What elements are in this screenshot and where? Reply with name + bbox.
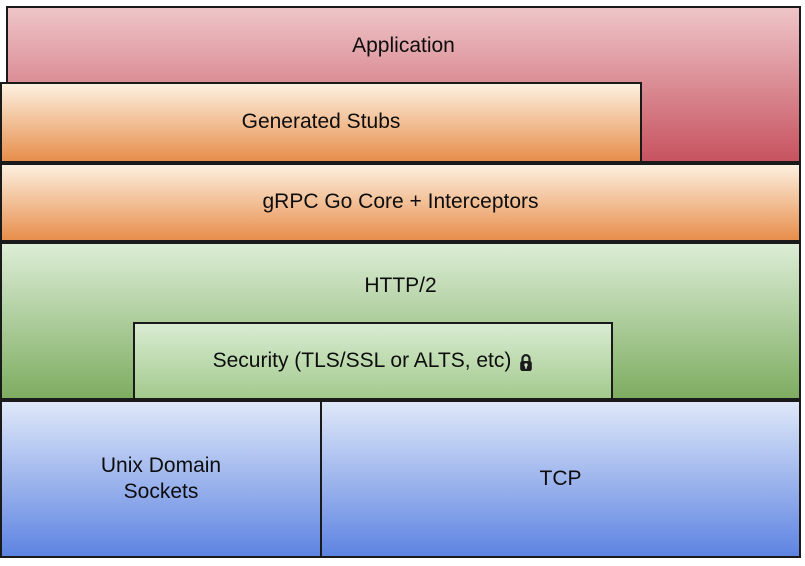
generated-stubs-label: Generated Stubs (241, 110, 401, 134)
generated-stubs-block: Generated Stubs (0, 82, 642, 163)
tcp-label: TCP (539, 466, 582, 490)
http2-label-strip: HTTP/2 (2, 244, 799, 328)
unix-domain-sockets-block: Unix Domain Sockets (0, 400, 322, 558)
grpc-core-block: gRPC Go Core + Interceptors (0, 163, 801, 242)
lock-icon (520, 353, 533, 371)
security-label: Security (TLS/SSL or ALTS, etc) (212, 348, 512, 372)
application-label: Application (352, 33, 455, 57)
security-block: Security (TLS/SSL or ALTS, etc) (133, 322, 613, 400)
application-label-strip: Application (8, 8, 799, 84)
grpc-core-label: gRPC Go Core + Interceptors (262, 190, 539, 214)
http2-label: HTTP/2 (364, 273, 437, 297)
unix-domain-sockets-label: Unix Domain Sockets (100, 453, 222, 503)
tcp-block: TCP (320, 400, 801, 558)
